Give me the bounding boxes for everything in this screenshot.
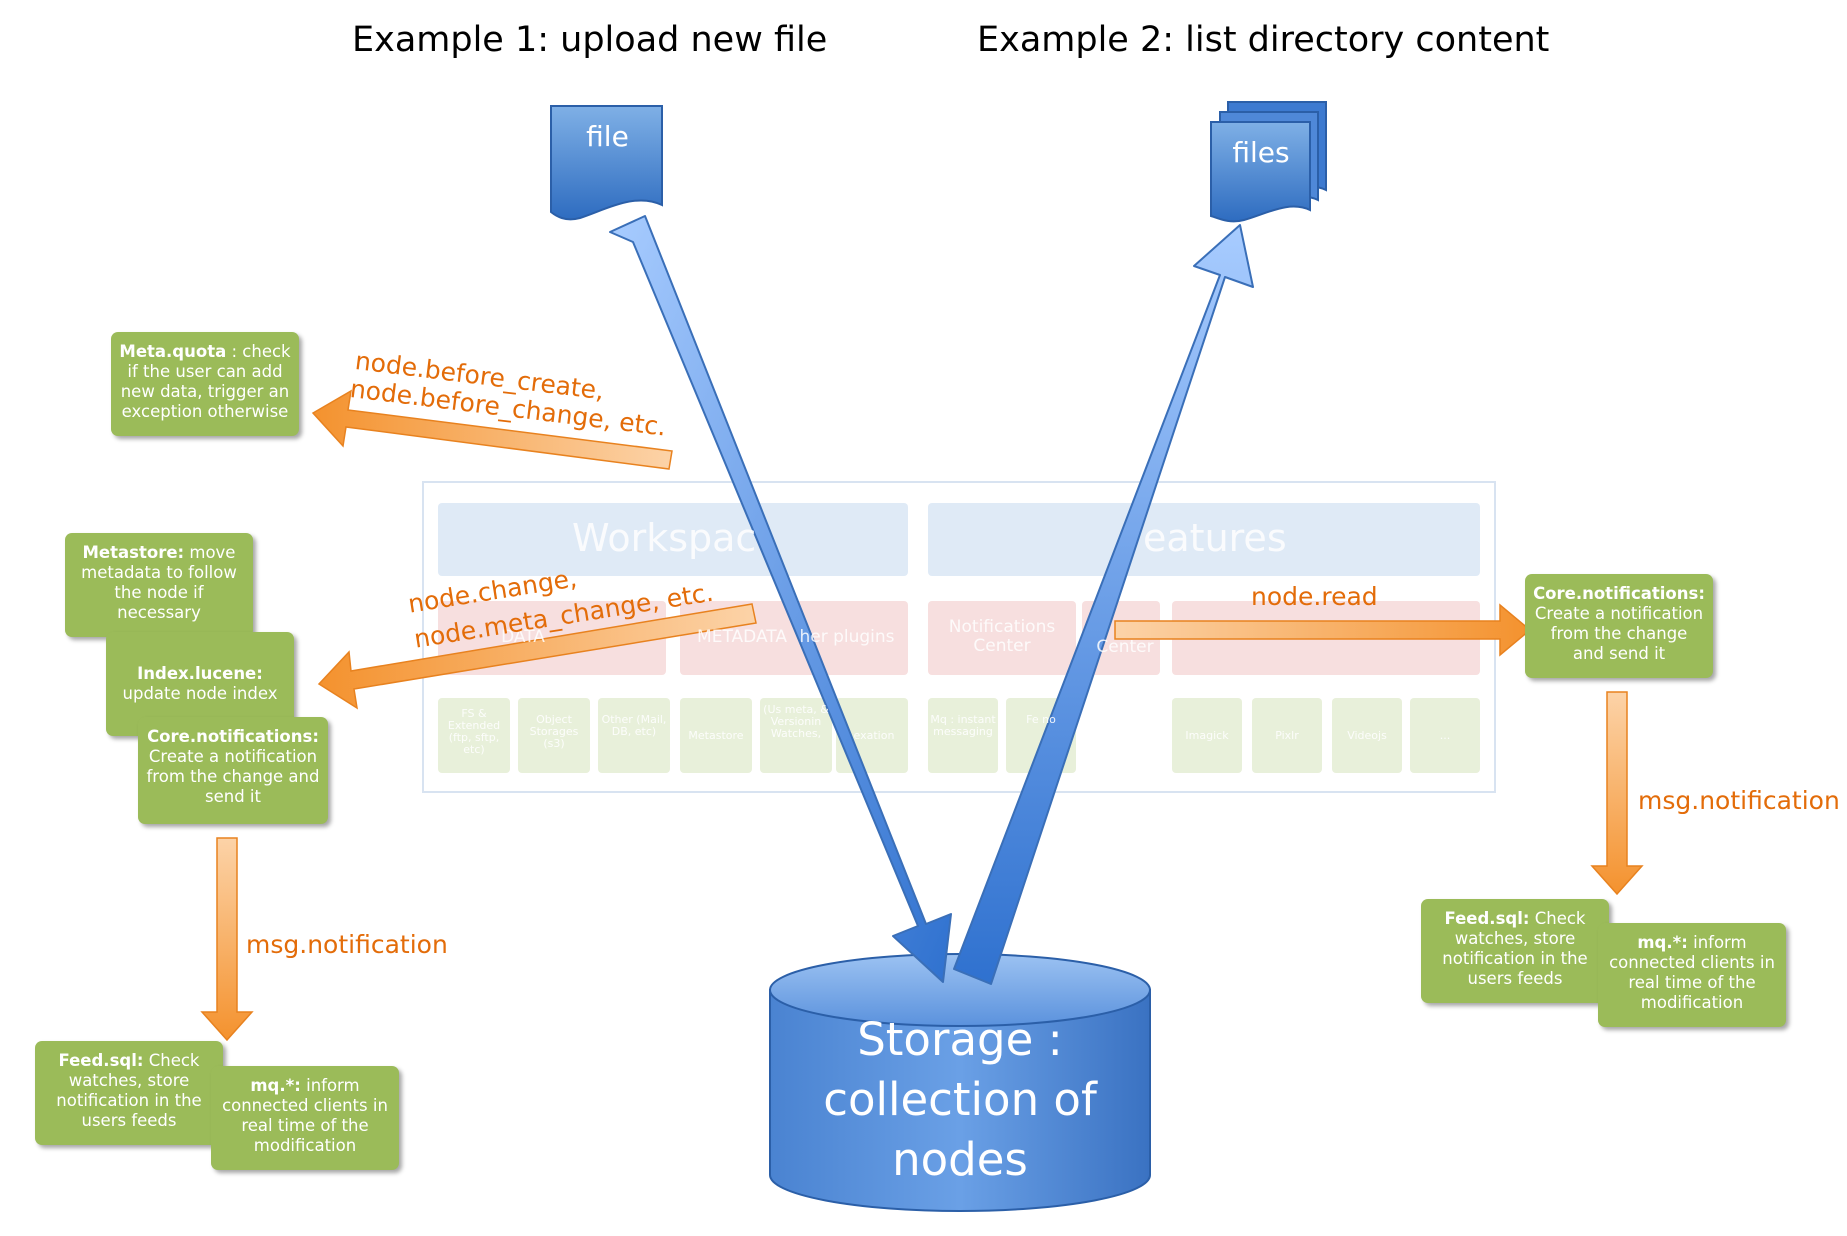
tile-pixlr (1252, 698, 1322, 773)
features-title: eatures (1143, 516, 1287, 560)
read-label: node.read (1251, 582, 1378, 611)
mq-right-text: inform connected clients in real time of… (1609, 933, 1775, 1012)
tile-metastore (680, 698, 752, 773)
core-notifications-left-title: Core.notifications: (147, 727, 319, 746)
msg-notification-right-label: msg.notification (1638, 786, 1840, 815)
notifications-center-label: Notifications Center (948, 617, 1056, 656)
example2-title: Example 2: list directory content (977, 20, 1550, 60)
tile-object-storages (518, 698, 590, 773)
meta-quota-box: Meta.quota : check if the user can add n… (111, 332, 299, 436)
feed-sql-right-text: Check watches, store notification in the… (1442, 909, 1588, 988)
tile-videojs (1332, 698, 1402, 773)
tile-mq-label: Mq : instant messaging (930, 714, 996, 738)
mq-left-text: inform connected clients in real time of… (222, 1076, 388, 1155)
metastore-title: Metastore: (82, 543, 185, 562)
tile-users-meta (760, 698, 832, 773)
data-label: DATA (501, 627, 545, 647)
change-arrow (317, 603, 757, 710)
upload-arrow (609, 215, 952, 983)
core-notifications-right-title: Core.notifications: (1533, 584, 1705, 603)
file-document-icon (550, 105, 663, 221)
storage-label: Storage : collection of nodes (770, 1010, 1150, 1190)
tile-ellipsis-label: ... (1439, 730, 1451, 742)
msg-notification-left-label: msg.notification (246, 930, 448, 959)
tile-imagick-label: Imagick (1185, 730, 1229, 742)
notifications-center-block (928, 601, 1076, 675)
tile-object-storages-label: Object Storages (s3) (529, 714, 579, 750)
other-plugins-label: her plugins (799, 627, 895, 647)
msg-arrow-left (200, 837, 254, 1042)
before-create-arrow (311, 389, 673, 470)
tile-metastore-label: Metastore (688, 730, 744, 742)
tile-ellipsis (1410, 698, 1480, 773)
center-label: Center (1096, 637, 1154, 657)
feed-sql-left-box: Feed.sql: Check watches, store notificat… (35, 1041, 223, 1145)
core-notifications-left-box: Core.notifications: Create a notificatio… (138, 717, 328, 824)
example1-title: Example 1: upload new file (352, 20, 828, 60)
feed-sql-right-title: Feed.sql: (1444, 909, 1530, 928)
workspace-title: Workspac (572, 516, 757, 560)
tile-other (598, 698, 670, 773)
core-notifications-left-text: Create a notification from the change an… (146, 747, 320, 806)
files-label: files (1232, 136, 1290, 169)
read-arrow (1114, 603, 1532, 657)
tile-fs (438, 698, 510, 773)
metastore-box: Metastore: move metadata to follow the n… (65, 533, 253, 637)
tile-imagick (1172, 698, 1242, 773)
tile-indexation-label: exation (853, 730, 895, 742)
feed-sql-right-box: Feed.sql: Check watches, store notificat… (1421, 899, 1609, 1003)
feed-sql-left-text: Check watches, store notification in the… (56, 1051, 202, 1130)
mq-right-title: mq.*: (1637, 933, 1688, 952)
metastore-text: move metadata to follow the node if nece… (81, 543, 237, 622)
storage-line-3: nodes (892, 1133, 1028, 1186)
metadata-label: METADATA (697, 627, 787, 647)
tile-mq (928, 698, 998, 773)
index-lucene-text: update node index (122, 684, 278, 703)
tile-other-label: Other (Mail, DB, etc) (601, 714, 667, 738)
storage-line-1: Storage : (857, 1013, 1063, 1066)
storage-cylinder-icon (769, 953, 1151, 1212)
file-label: file (586, 120, 629, 153)
meta-quota-title: Meta.quota (119, 342, 227, 361)
feed-sql-left-title: Feed.sql: (58, 1051, 144, 1070)
core-notifications-right-box: Core.notifications: Create a notificatio… (1525, 574, 1713, 678)
meta-quota-text: : check if the user can add new data, tr… (120, 342, 291, 421)
tile-users-meta-label: (Us meta, & Versionin Watches, (763, 704, 829, 740)
tile-fe-label: Fe no (1026, 714, 1056, 726)
tile-fs-label: FS & Extended (ftp, sftp, etc) (447, 708, 501, 756)
list-arrow (953, 224, 1254, 985)
msg-arrow-right (1590, 691, 1644, 896)
workspace-header (438, 503, 908, 576)
tile-pixlr-label: Pixlr (1275, 730, 1299, 742)
index-lucene-title: Index.lucene: (137, 664, 263, 683)
storage-line-2: collection of (823, 1073, 1097, 1126)
mq-right-box: mq.*: inform connected clients in real t… (1598, 923, 1786, 1027)
mq-left-box: mq.*: inform connected clients in real t… (211, 1066, 399, 1170)
core-notifications-right-text: Create a notification from the change an… (1534, 604, 1704, 663)
tile-videojs-label: Videojs (1347, 730, 1387, 742)
mq-left-title: mq.*: (250, 1076, 301, 1095)
files-stack-icon (1210, 101, 1327, 223)
features-header (928, 503, 1480, 576)
